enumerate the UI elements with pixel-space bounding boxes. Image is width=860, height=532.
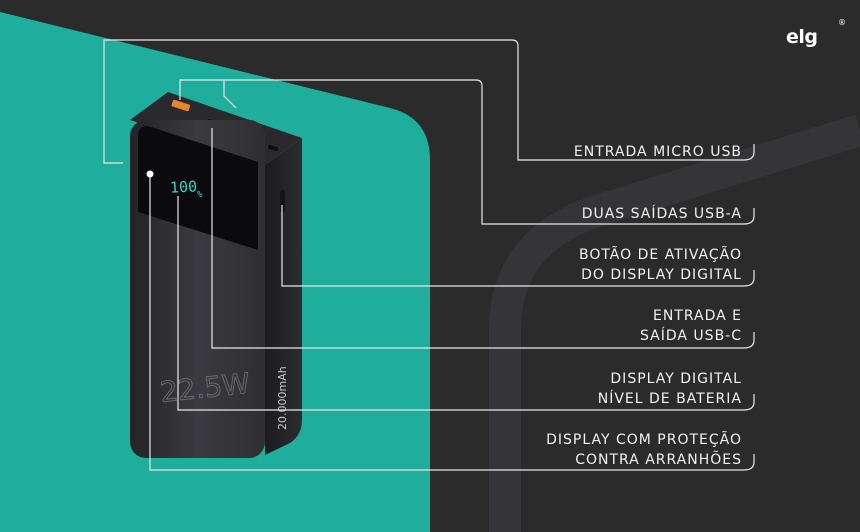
callout-line-usb-c xyxy=(211,128,744,349)
label-display-button-line1: BOTÃO DE ATIVAÇÃO xyxy=(578,247,742,263)
brand-logo-text: elg xyxy=(786,26,818,48)
usb-a-port-1 xyxy=(171,99,191,112)
callout-curl-1 xyxy=(743,144,755,161)
background-arc xyxy=(489,114,860,532)
callout-curl-4 xyxy=(743,332,755,349)
label-usb-c: ENTRADA E SAÍDA USB-C xyxy=(640,306,742,346)
callout-dot-scratch xyxy=(146,170,154,178)
label-scratch-protection: DISPLAY COM PROTEÇÃO CONTRA ARRANHÕES xyxy=(546,430,742,470)
brand-logo: elg ® xyxy=(786,18,846,48)
callout-line-scratch xyxy=(149,174,744,471)
label-usb-a-line1: DUAS SAÍDAS USB-A xyxy=(581,206,742,222)
callout-curl-6 xyxy=(743,454,755,471)
label-display-button: BOTÃO DE ATIVAÇÃO DO DISPLAY DIGITAL xyxy=(579,245,742,285)
label-usb-c-line1: ENTRADA E xyxy=(652,308,742,324)
label-display-button-line2: DO DISPLAY DIGITAL xyxy=(581,267,742,283)
label-scratch-protection-line2: CONTRA ARRANHÕES xyxy=(575,452,742,468)
label-micro-usb-line1: ENTRADA MICRO USB xyxy=(573,144,742,160)
powerbank-side xyxy=(265,138,302,455)
label-usb-a: DUAS SAÍDAS USB-A xyxy=(582,204,742,224)
label-scratch-protection-line1: DISPLAY COM PROTEÇÃO xyxy=(546,432,742,448)
capacity-print: 20.000mAh xyxy=(276,366,289,430)
battery-unit: % xyxy=(197,190,203,200)
callout-curl-3 xyxy=(743,270,755,287)
label-battery-display-line2: NÍVEL DE BATERIA xyxy=(597,391,742,407)
label-micro-usb: ENTRADA MICRO USB xyxy=(574,142,742,162)
display-button xyxy=(280,190,285,212)
label-battery-display: DISPLAY DIGITAL NÍVEL DE BATERIA xyxy=(598,369,742,409)
callout-line-usb-a-2 xyxy=(223,80,237,109)
callout-line-micro-usb xyxy=(103,39,744,164)
callout-line-display xyxy=(177,196,744,411)
display-panel xyxy=(138,126,258,250)
label-battery-display-line1: DISPLAY DIGITAL xyxy=(610,371,742,387)
micro-usb-port xyxy=(267,144,279,152)
trademark-symbol: ® xyxy=(838,18,846,27)
callout-curl-2 xyxy=(743,208,755,225)
callout-line-button xyxy=(281,205,744,287)
battery-readout: 100 xyxy=(170,177,198,196)
label-usb-c-line2: SAÍDA USB-C xyxy=(640,328,742,344)
callout-curl-5 xyxy=(743,394,755,411)
callout-line-usb-a xyxy=(179,79,744,225)
